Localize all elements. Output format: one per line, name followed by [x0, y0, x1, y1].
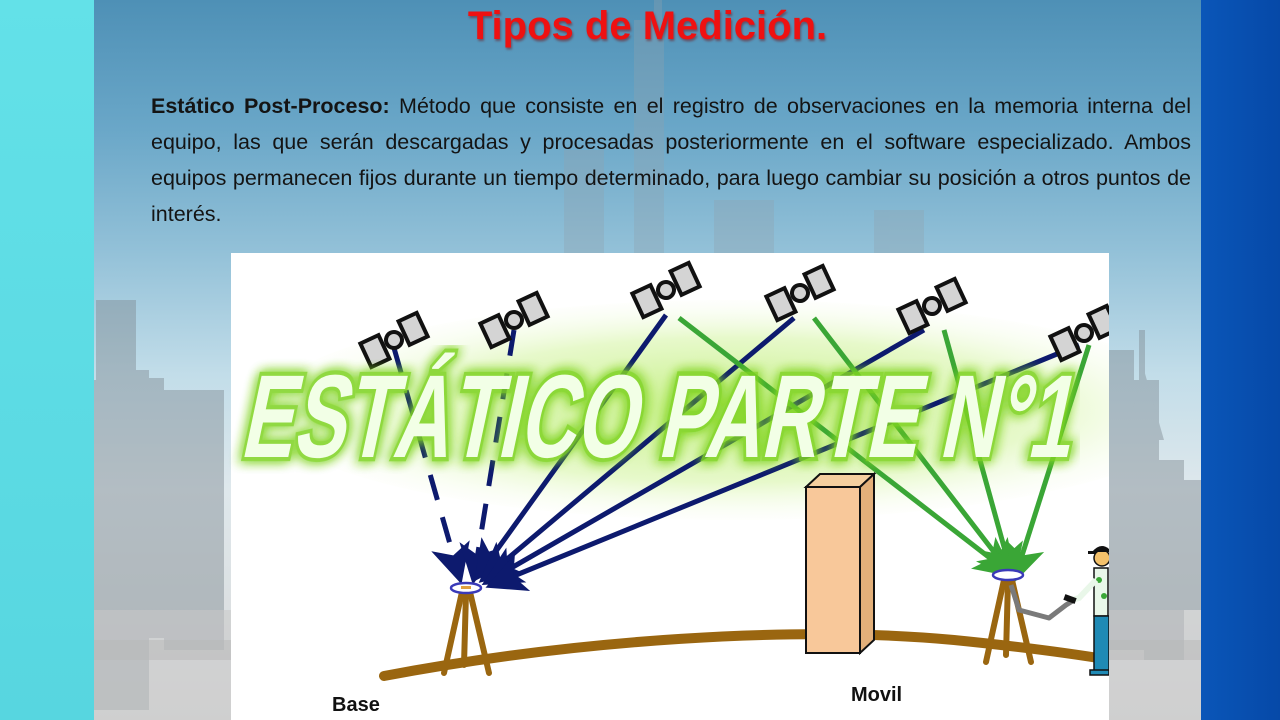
- overlay-title-text: ESTÁTICO PARTE N°1: [234, 351, 1080, 475]
- base-receiver-tripod: [441, 581, 492, 676]
- satellite-icon: [895, 276, 969, 336]
- slide-description: Estático Post-Proceso: Método que consis…: [151, 88, 1191, 232]
- satellite-icon: [477, 290, 551, 350]
- satellite-icon: [763, 263, 837, 323]
- diagram-graphics: [264, 260, 1109, 681]
- gnss-static-diagram: [231, 253, 1109, 720]
- presentation-slide: Tipos de Medición. Estático Post-Proceso…: [94, 0, 1201, 720]
- term-definition: Método que consiste en el registro de ob…: [151, 94, 1191, 226]
- video-overlay-title: ESTÁTICO PARTE N°1 ESTÁTICO PARTE N°1: [230, 347, 1080, 475]
- slide-title: Tipos de Medición.: [467, 4, 828, 48]
- movil-label: Movil: [851, 684, 903, 706]
- movil-receiver-tripod: [983, 568, 1076, 665]
- overlay-title-glow: ESTÁTICO PARTE N°1: [234, 351, 1080, 475]
- right-side-bar: [1201, 0, 1280, 720]
- term-label: Estático Post-Proceso:: [151, 94, 390, 118]
- satellite-icon: [1047, 303, 1109, 363]
- surveyor-person-icon: [1063, 546, 1109, 676]
- base-label: Base: [332, 694, 380, 716]
- left-side-bar: [0, 0, 94, 720]
- satellite-icon: [357, 310, 431, 370]
- satellite-icon: [629, 260, 703, 320]
- building-obstacle: [803, 471, 877, 656]
